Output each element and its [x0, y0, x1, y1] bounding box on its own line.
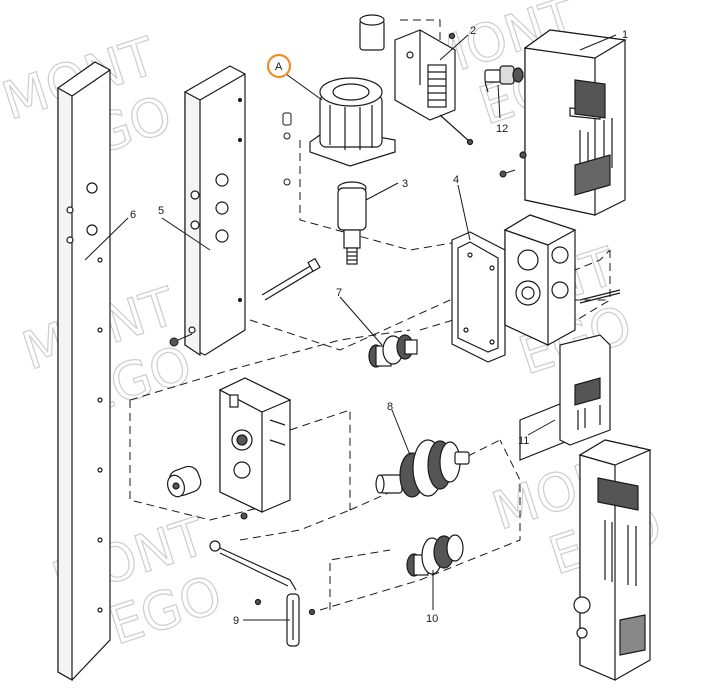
part-9-release-key — [209, 540, 316, 647]
screw — [499, 169, 516, 178]
part-1-cover — [519, 29, 627, 216]
callout-6: 6 — [130, 209, 136, 221]
callout-5: 5 — [158, 205, 164, 217]
cap-cylinder — [359, 14, 385, 51]
callout-a: A — [275, 61, 283, 73]
part-10-gear — [406, 534, 464, 577]
gearbox-housing-left — [218, 377, 292, 513]
callout-10: 10 — [426, 613, 438, 625]
callout-a-ring — [266, 53, 292, 79]
callout-9: 9 — [233, 615, 239, 627]
gearbox-housing — [503, 214, 621, 346]
small-cylinder — [166, 465, 202, 498]
callout-labels: A 1 2 3 4 5 6 7 8 9 10 11 12 — [130, 25, 628, 627]
motor-screw — [282, 112, 292, 186]
assembled-unit — [573, 439, 652, 681]
part-8-gear — [375, 439, 470, 498]
screw — [240, 512, 248, 520]
part-11-bracket — [519, 334, 611, 461]
part-3-shaft — [337, 181, 367, 265]
leader-lines — [84, 34, 617, 621]
long-bolt — [261, 257, 321, 301]
part-12-knob — [484, 65, 524, 93]
callout-12: 12 — [496, 123, 508, 135]
part-7-pinion — [368, 334, 418, 368]
callout-2: 2 — [470, 25, 476, 37]
motor — [309, 77, 396, 167]
callout-7: 7 — [336, 287, 342, 299]
screw — [169, 333, 193, 347]
callout-4: 4 — [453, 174, 459, 186]
callout-1: 1 — [622, 29, 628, 41]
part-6-profile — [57, 61, 111, 682]
callout-11: 11 — [518, 435, 529, 447]
callout-3: 3 — [402, 178, 408, 190]
callout-8: 8 — [387, 401, 393, 413]
part-2-terminal-block — [394, 29, 474, 146]
part-4-gasket — [451, 231, 506, 363]
part-5-profile — [184, 65, 246, 357]
